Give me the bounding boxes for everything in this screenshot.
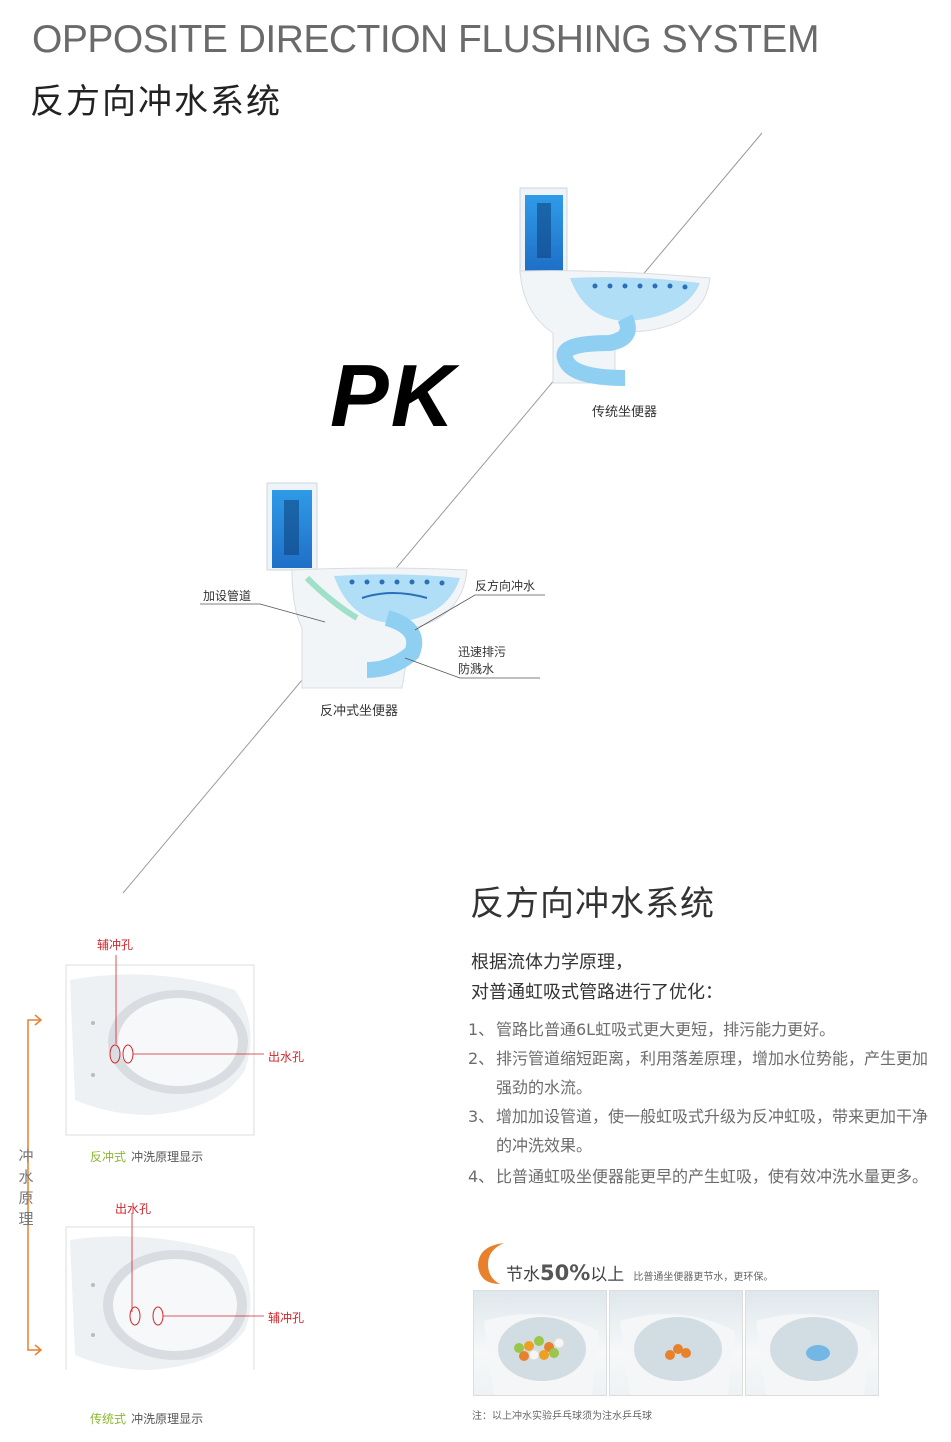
test-photo-many-balls: [473, 1290, 607, 1396]
pk-label: PK: [330, 346, 457, 445]
system-intro-line1: 根据流体力学原理，: [471, 952, 633, 973]
top-panel-caption: 反冲式 冲洗原理显示: [90, 1146, 203, 1165]
point-text: 管路比普通6L虹吸式更大更短，排污能力更好。: [496, 1020, 836, 1039]
bottom-out-hole-label: 出水孔: [115, 1202, 152, 1216]
system-point: 4、比普通虹吸坐便器能更早的产生虹吸，使有效冲洗水量更多。: [468, 1162, 938, 1191]
callout-lines: [200, 594, 545, 679]
traditional-toilet-caption: 传统坐便器: [592, 405, 658, 420]
traditional-type-label: 传统式: [90, 1412, 127, 1426]
point-text: 排污管道缩短距离，利用落差原理，增加水位势能，产生更加强劲的水流。: [496, 1049, 929, 1097]
system-point: 1、管路比普通6L虹吸式更大更短，排污能力更好。: [468, 1015, 938, 1044]
traditional-type-desc: 冲洗原理显示: [131, 1412, 204, 1426]
system-point: 2、排污管道缩短距离，利用落差原理，增加水位势能，产生更加强劲的水流。: [468, 1044, 938, 1102]
test-photo-clean: [745, 1290, 879, 1396]
reverse-type-desc: 冲洗原理显示: [131, 1150, 204, 1164]
reverse-toilet-caption: 反冲式坐便器: [320, 704, 399, 719]
principle-diagram: [27, 955, 264, 1370]
top-aux-hole-label: 辅冲孔: [97, 938, 134, 952]
water-saving-swoosh-icon: [478, 1243, 504, 1284]
point-text: 比普通虹吸坐便器能更早的产生虹吸，使有效冲洗水量更多。: [496, 1167, 929, 1186]
water-saving-headline: 节水50%以上 比普通坐便器更节水，更环保。: [506, 1260, 773, 1285]
title-english: OPPOSITE DIRECTION FLUSHING SYSTEM: [32, 18, 819, 61]
bottom-panel-caption: 传统式 冲洗原理显示: [90, 1408, 203, 1427]
system-title: 反方向冲水系统: [470, 884, 715, 924]
test-footnote: 注：以上冲水实验乒乓球须为注水乒乓球: [472, 1411, 652, 1422]
callout-fast-drain: 迅速排污: [458, 645, 507, 659]
point-number: 4、: [468, 1167, 495, 1186]
reverse-type-label: 反冲式: [90, 1150, 127, 1164]
point-text: 增加加设管道，使一般虹吸式升级为反冲虹吸，带来更加干净的冲洗效果。: [496, 1107, 929, 1155]
flush-principle-vertical-label: 冲水原理: [18, 1147, 34, 1228]
top-out-hole-label: 出水孔: [268, 1050, 305, 1064]
point-number: 1、: [468, 1020, 495, 1039]
saving-suffix: 以上: [590, 1265, 625, 1285]
title-chinese: 反方向冲水系统: [30, 82, 282, 122]
point-number: 2、: [468, 1049, 495, 1068]
system-point: 3、增加加设管道，使一般虹吸式升级为反冲虹吸，带来更加干净的冲洗效果。: [468, 1102, 938, 1160]
traditional-toilet-illustration: [519, 187, 711, 386]
system-intro-line2: 对普通虹吸式管路进行了优化：: [471, 982, 723, 1003]
callout-add-pipe: 加设管道: [203, 589, 252, 603]
callout-reverse-flush: 反方向冲水: [475, 579, 536, 593]
bottom-aux-hole-label: 辅冲孔: [268, 1311, 305, 1325]
test-photo-few-balls: [609, 1290, 743, 1396]
point-number: 3、: [468, 1107, 495, 1126]
saving-prefix: 节水: [506, 1265, 540, 1285]
reverse-flush-toilet-illustration: [266, 482, 468, 689]
saving-note: 比普通坐便器更节水，更环保。: [633, 1272, 774, 1283]
saving-percent: 50%: [540, 1261, 591, 1285]
callout-anti-splash: 防溅水: [458, 662, 495, 676]
